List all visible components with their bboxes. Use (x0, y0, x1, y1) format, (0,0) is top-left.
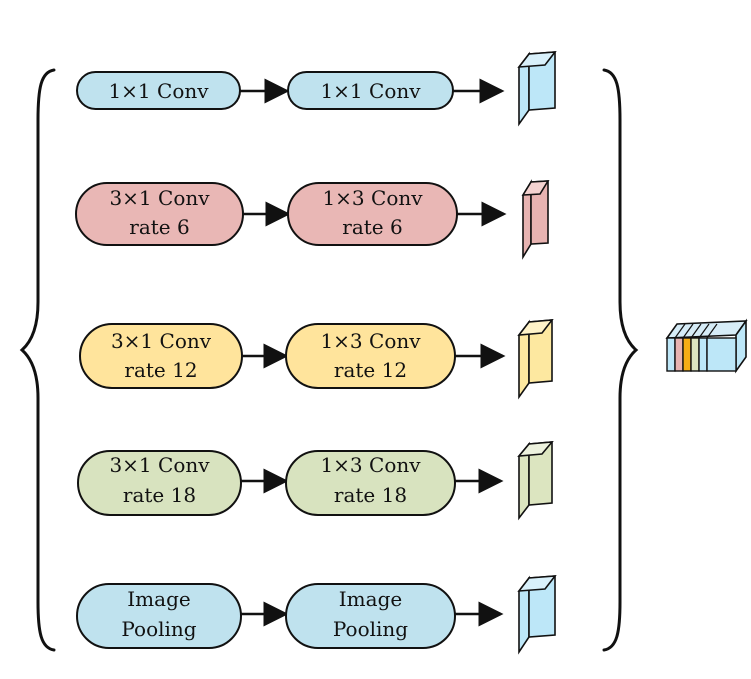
red-feature-block-icon (521, 179, 550, 260)
row-3: 3×1 Conv rate 12 1×3 Conv rate 12 (79, 319, 554, 400)
right-curly-brace (602, 68, 639, 652)
row-5-second-node (285, 583, 456, 649)
row-5-second-node-line-2: Pooling (333, 617, 408, 641)
row-2: 3×1 Conv rate 6 1×3 Conv rate 6 (75, 179, 550, 260)
green-feature-block-icon (517, 441, 554, 521)
row-5-first-node-line-1: Image (127, 587, 190, 611)
concatenated-feature-stack-icon (665, 318, 748, 374)
row-2-second-node-line-1: 1×3 Conv (322, 186, 423, 210)
left-curly-brace (19, 68, 56, 652)
row-4-first-node-line-1: 3×1 Conv (109, 453, 210, 477)
row-2-second-node-line-2: rate 6 (342, 215, 402, 239)
row-4-second-node-line-2: rate 18 (334, 483, 407, 507)
row-3-first-node-line-1: 3×1 Conv (111, 329, 212, 353)
row-1: 1×1 Conv 1×1 Conv (76, 51, 557, 127)
row-1-first-node-label: 1×1 Conv (108, 79, 209, 103)
row-2-first-node-line-1: 3×1 Conv (109, 186, 210, 210)
blue-feature-block-icon (517, 575, 557, 655)
row-4-second-node (285, 450, 456, 516)
row-4-first-node (77, 450, 242, 516)
row-3-second-node-line-2: rate 12 (334, 358, 407, 382)
row-5-first-node-line-2: Pooling (121, 617, 196, 641)
row-5-first-node (76, 583, 242, 649)
row-5-second-node-line-1: Image (339, 587, 402, 611)
row-4-second-node-line-1: 1×3 Conv (320, 453, 421, 477)
row-3-second-node-line-1: 1×3 Conv (320, 329, 421, 353)
blue-feature-block-icon (517, 51, 557, 127)
row-4: 3×1 Conv rate 18 1×3 Conv rate 18 (77, 441, 554, 521)
row-2-first-node-line-2: rate 6 (129, 215, 189, 239)
row-3-first-node-line-2: rate 12 (124, 358, 197, 382)
row-1-second-node-label: 1×1 Conv (320, 79, 421, 103)
row-4-first-node-line-2: rate 18 (123, 483, 196, 507)
yellow-feature-block-icon (517, 319, 554, 400)
row-5: Image Pooling Image Pooling (76, 575, 557, 655)
